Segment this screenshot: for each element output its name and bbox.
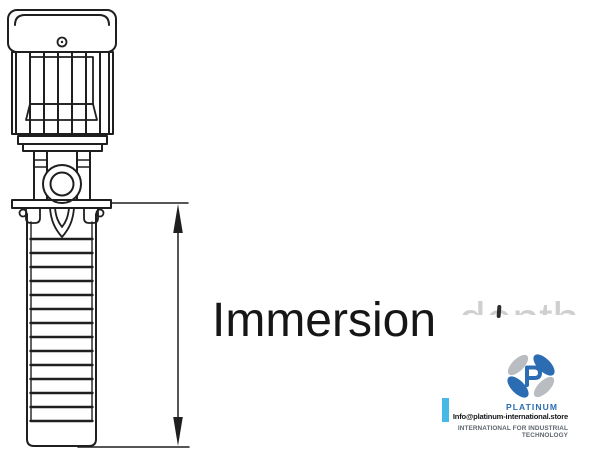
motor-body bbox=[11, 51, 114, 135]
dimension-annotation bbox=[77, 202, 190, 448]
lantern-bracket bbox=[33, 150, 91, 204]
platinum-logo-icon bbox=[507, 354, 555, 398]
brand-tagline: INTERNATIONAL FOR INDUSTRIAL TECHNOLOGY bbox=[457, 424, 568, 439]
brand-wordmark: PLATINUM bbox=[505, 402, 559, 412]
dimension-label-faded: depth bbox=[459, 296, 579, 315]
motor-base bbox=[17, 135, 108, 152]
dimension-arrow-up-icon bbox=[173, 204, 183, 233]
clamp-fittings bbox=[18, 207, 105, 238]
accent-bar bbox=[442, 398, 449, 422]
motor-cooling-fins bbox=[15, 51, 110, 135]
contact-email: Info@platinum-international.store bbox=[452, 412, 568, 421]
pump-column bbox=[26, 213, 97, 447]
dimension-label: Immersion bbox=[212, 294, 437, 347]
mounting-plate bbox=[11, 199, 112, 209]
pump-stage-lines bbox=[29, 237, 94, 423]
motor-fan-cover bbox=[7, 9, 117, 53]
dimension-arrow-down-icon bbox=[173, 417, 183, 446]
